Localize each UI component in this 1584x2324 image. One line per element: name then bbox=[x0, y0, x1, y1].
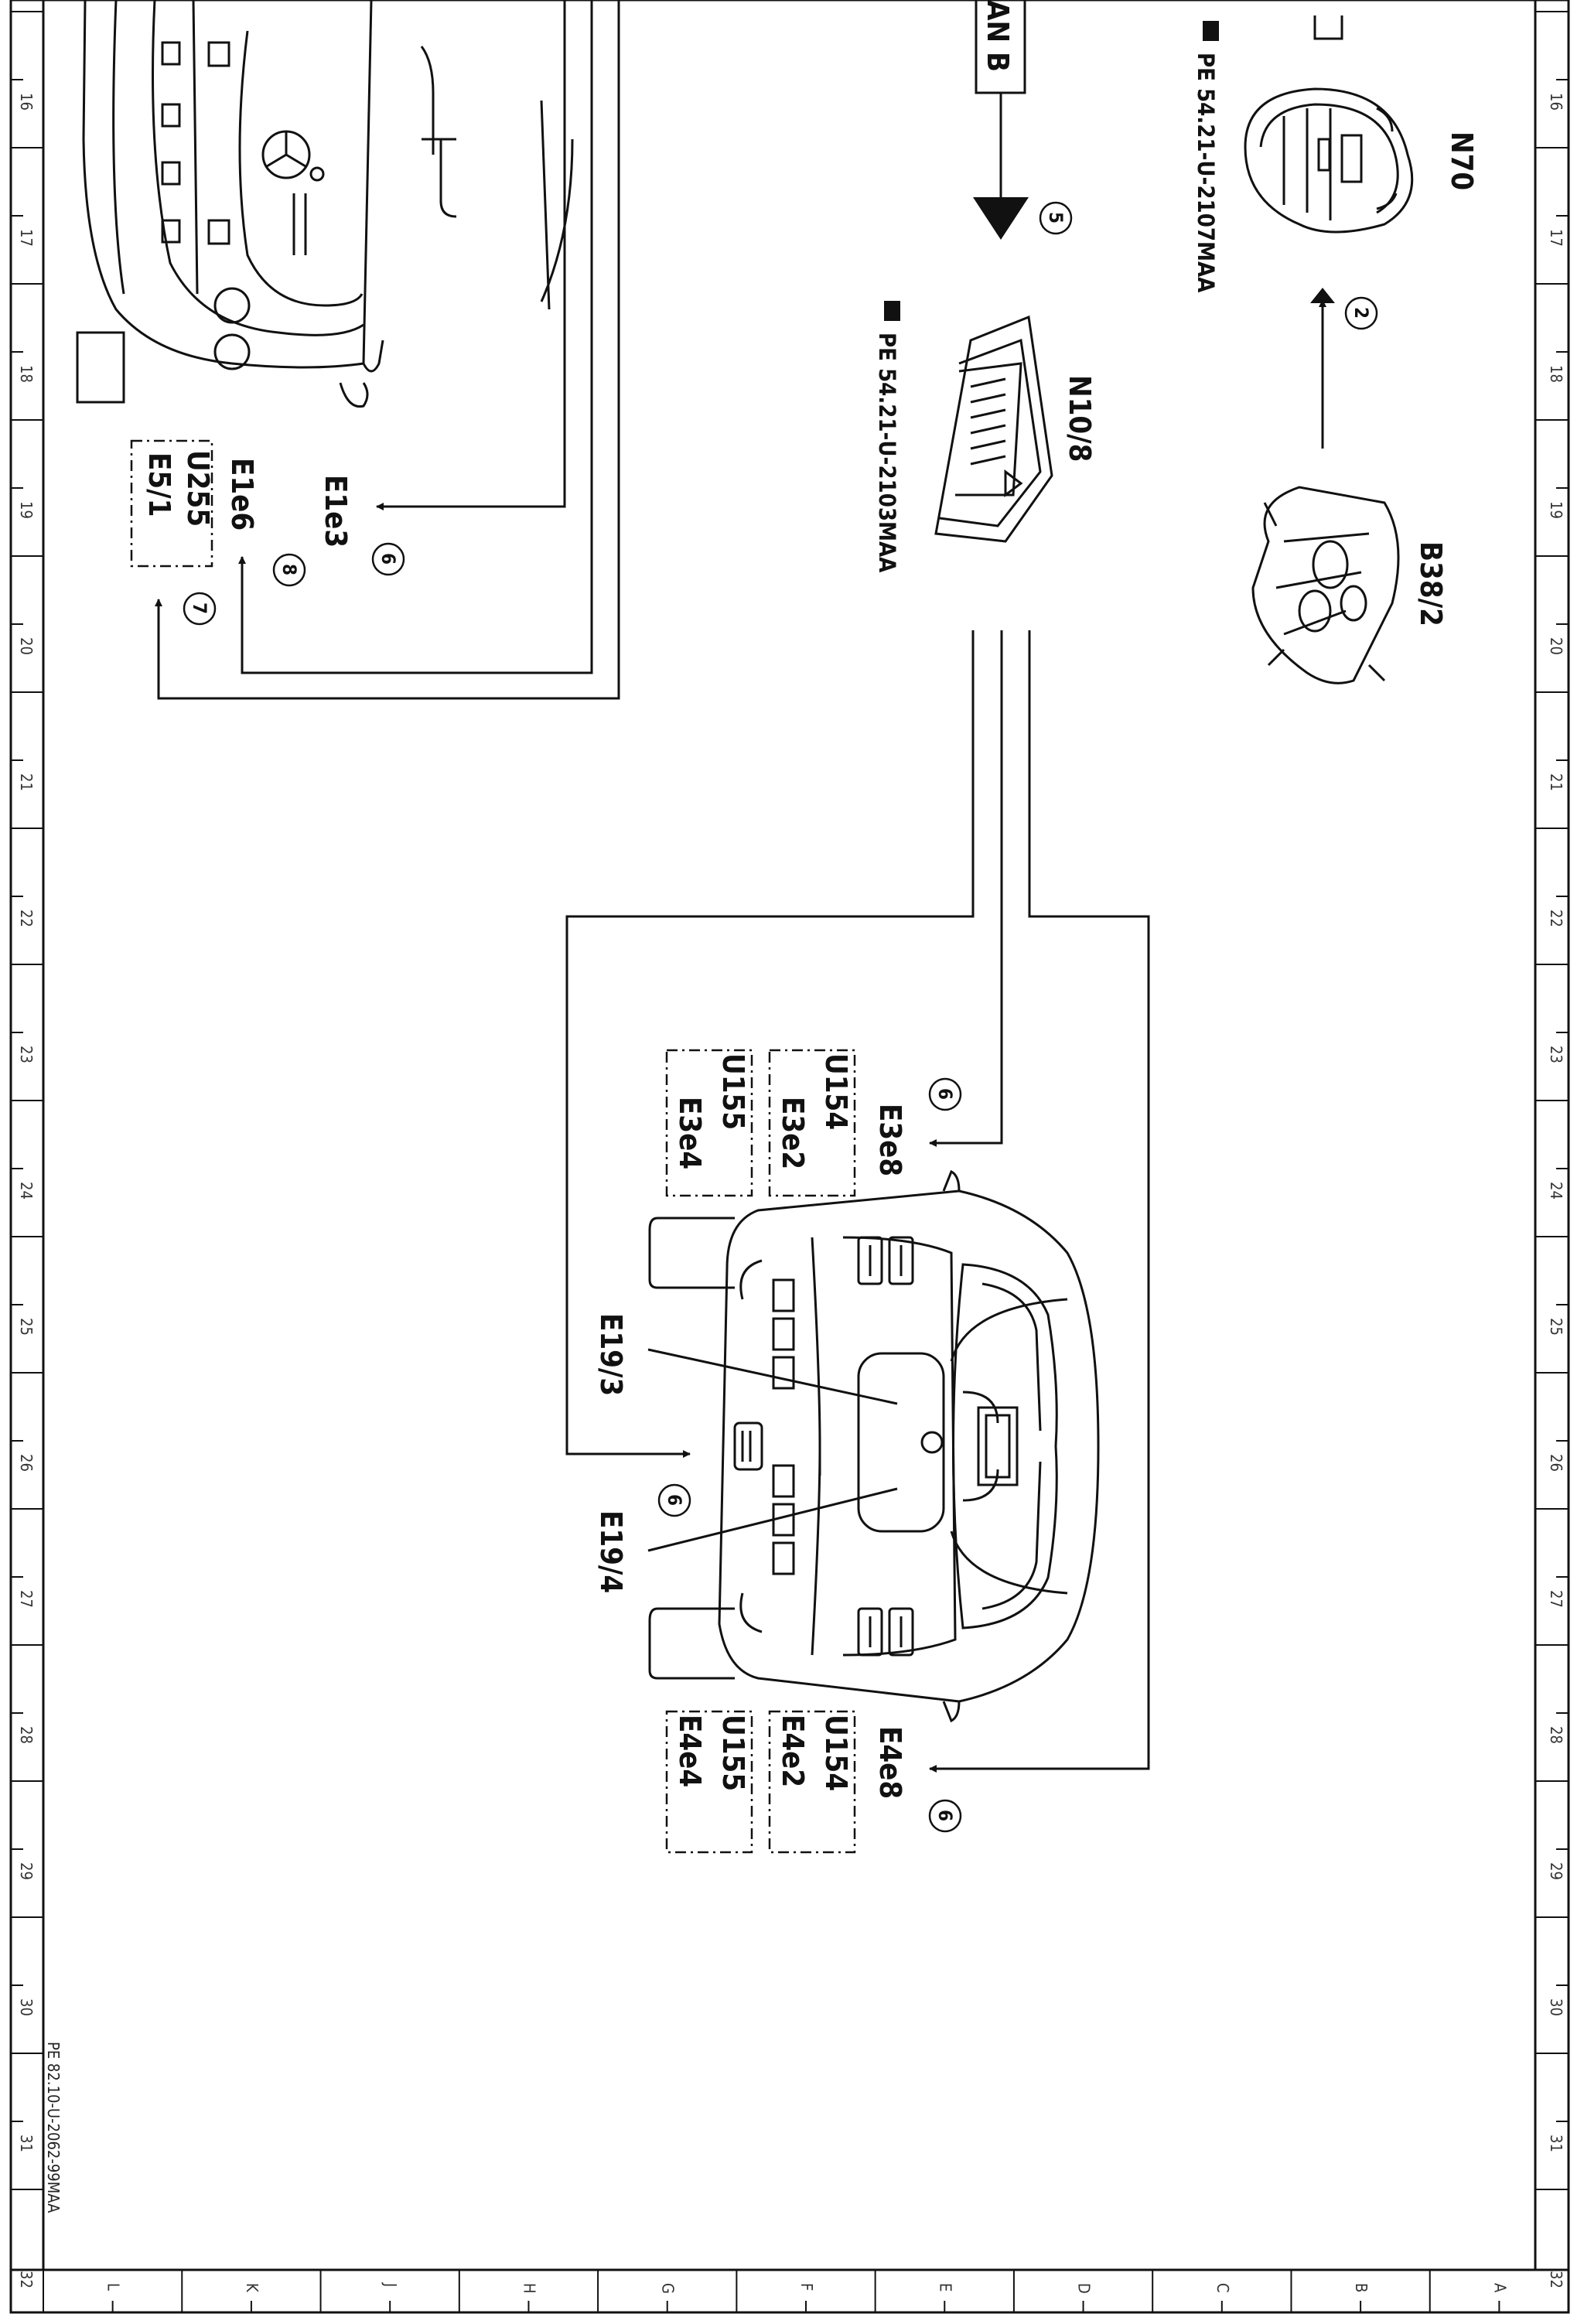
border-number-left: 17 bbox=[17, 229, 36, 247]
border-number-right: 27 bbox=[1547, 1590, 1565, 1608]
label-n70: N70 bbox=[1445, 131, 1479, 190]
border-number-right: 17 bbox=[1547, 229, 1565, 247]
border-number-left: 23 bbox=[17, 1046, 36, 1063]
border-number-right: 32 bbox=[1547, 2271, 1565, 2288]
label-n10-8: N10/8 bbox=[1063, 375, 1097, 462]
rear-harness-wires bbox=[565, 630, 1150, 1773]
label-e3e2: E3e2 bbox=[776, 1097, 810, 1169]
svg-text:6: 6 bbox=[934, 1810, 956, 1821]
border-number-left: 20 bbox=[17, 637, 36, 655]
svg-text:6: 6 bbox=[377, 553, 399, 565]
b38-to-n70-arrow: 2 bbox=[1310, 288, 1378, 449]
border-number-right: 20 bbox=[1547, 637, 1565, 655]
front-targets: E1e3 E1e6 U255 E5/1 6 8 7 bbox=[130, 439, 405, 626]
border-letter: K bbox=[243, 2283, 261, 2293]
border-number-left: 22 bbox=[17, 909, 36, 927]
border-number-right: 26 bbox=[1547, 1454, 1565, 1472]
label-e1e3: E1e3 bbox=[319, 475, 353, 548]
label-e3e4: E3e4 bbox=[673, 1097, 707, 1169]
svg-text:8: 8 bbox=[278, 564, 300, 575]
border-number-right: 25 bbox=[1547, 1318, 1565, 1336]
rear-right-light-group: 6 E4e8 U154 E4e2 U155 E4e4 bbox=[665, 1710, 962, 1854]
border-letter: J bbox=[381, 2282, 400, 2287]
label-u255: U255 bbox=[181, 450, 215, 527]
border-number-right: 24 bbox=[1547, 1182, 1565, 1200]
border-number-left: 32 bbox=[17, 2271, 36, 2288]
border-number-left: 16 bbox=[17, 93, 36, 111]
svg-text:5: 5 bbox=[1045, 212, 1067, 224]
license-lamp-labels: E19/3 E19/4 6 bbox=[594, 1313, 691, 1593]
left-border-ticks bbox=[11, 11, 43, 2190]
border-letter: C bbox=[1214, 2283, 1232, 2293]
border-number-right: 18 bbox=[1547, 365, 1565, 383]
border-number-right: 16 bbox=[1547, 93, 1565, 111]
border-letter: F bbox=[797, 2283, 816, 2291]
border-number-right: 19 bbox=[1547, 501, 1565, 519]
label-u155-right: U155 bbox=[716, 1715, 750, 1791]
ref-pe-2107: PE 54.21-U-2107MAA bbox=[1193, 53, 1219, 293]
bus-label: AN B bbox=[981, 0, 1015, 72]
ref-pe-2103: PE 54.21-U-2103MAA bbox=[874, 333, 900, 573]
document-id: PE 82.10-U-2062-99MAA bbox=[44, 2042, 63, 2213]
border-letter: E bbox=[936, 2283, 954, 2292]
component-n10-8: N10/8 PE 54.21-U-2103MAA bbox=[874, 301, 1097, 573]
rear-left-light-group: 6 E3e8 U154 E3e2 U155 E3e4 bbox=[665, 1049, 962, 1197]
license-lamp-leaders bbox=[647, 1348, 898, 1552]
svg-text:2: 2 bbox=[1350, 307, 1372, 319]
border-number-left: 26 bbox=[17, 1454, 36, 1472]
border-letter: H bbox=[520, 2283, 538, 2294]
border-number-left: 30 bbox=[17, 1998, 36, 2016]
label-e3e8: E3e8 bbox=[873, 1104, 907, 1176]
border-number-right: 31 bbox=[1547, 2135, 1565, 2152]
label-b38-2: B38/2 bbox=[1414, 541, 1448, 626]
border-number-right: 22 bbox=[1547, 909, 1565, 927]
svg-text:7: 7 bbox=[189, 602, 210, 614]
border-number-right: 21 bbox=[1547, 773, 1565, 791]
label-e19-4: E19/4 bbox=[594, 1510, 628, 1593]
border-letter: A bbox=[1490, 2283, 1509, 2293]
border-letter: B bbox=[1352, 2283, 1371, 2292]
border-number-right: 30 bbox=[1547, 1998, 1565, 2016]
component-n70: N70 PE 54.21-U-2107MAA bbox=[1193, 15, 1479, 293]
border-number-left: 18 bbox=[17, 365, 36, 383]
border-number-left: 25 bbox=[17, 1318, 36, 1336]
label-e4e4: E4e4 bbox=[673, 1715, 707, 1787]
border-number-right: 23 bbox=[1547, 1046, 1565, 1063]
border-number-left: 27 bbox=[17, 1590, 36, 1608]
component-b38-2: B38/2 bbox=[1251, 486, 1448, 684]
label-u154-right: U154 bbox=[819, 1715, 853, 1791]
label-e4e2: E4e2 bbox=[776, 1715, 810, 1787]
label-u155-left: U155 bbox=[716, 1053, 750, 1130]
label-e1e6: E1e6 bbox=[225, 458, 259, 531]
border-letter: G bbox=[659, 2283, 678, 2294]
label-e4e8: E4e8 bbox=[873, 1726, 907, 1799]
right-border-ticks bbox=[1535, 11, 1569, 2190]
border-number-right: 28 bbox=[1547, 1726, 1565, 1744]
label-u154-left: U154 bbox=[819, 1053, 853, 1130]
border-number-right: 29 bbox=[1547, 1862, 1565, 1880]
border-number-left: 24 bbox=[17, 1182, 36, 1200]
border-number-left: 19 bbox=[17, 501, 36, 519]
label-e5-1: E5/1 bbox=[142, 452, 176, 517]
vehicle-front-view bbox=[76, 0, 574, 408]
front-harness-wires bbox=[155, 0, 620, 700]
svg-text:6: 6 bbox=[664, 1494, 685, 1506]
border-number-left: 21 bbox=[17, 773, 36, 791]
drawing-frame bbox=[9, 0, 1570, 2314]
vehicle-rear-view bbox=[648, 1169, 1100, 1723]
can-bus-indicator: AN B 5 bbox=[973, 0, 1073, 240]
border-number-left: 29 bbox=[17, 1862, 36, 1880]
bottom-border-ticks bbox=[43, 2270, 1500, 2312]
label-e19-3: E19/3 bbox=[594, 1313, 628, 1396]
border-number-left: 31 bbox=[17, 2135, 36, 2152]
border-number-left: 28 bbox=[17, 1726, 36, 1744]
border-letter: D bbox=[1075, 2283, 1094, 2294]
border-letter: L bbox=[104, 2283, 123, 2291]
svg-text:6: 6 bbox=[934, 1088, 956, 1100]
